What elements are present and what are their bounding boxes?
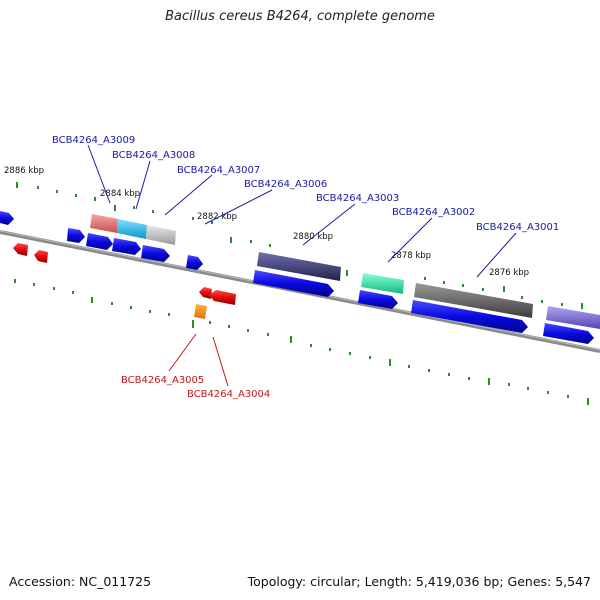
forward-cds — [112, 238, 141, 255]
feature-labels: BCB4264_A3009 BCB4264_A3008 BCB4264_A300… — [52, 135, 559, 400]
forward-cds — [186, 255, 203, 270]
blast-hit-a3002 — [414, 283, 533, 318]
tick-label: 2884 kbp — [100, 189, 140, 199]
label-bcb4264-a3005: BCB4264_A3005 — [121, 375, 204, 386]
blast-hit-a3009 — [90, 214, 118, 233]
tick-label: 2886 kbp — [4, 166, 44, 176]
blast-hit-a3008 — [117, 219, 147, 239]
orange-feature — [194, 304, 207, 319]
forward-cds — [358, 290, 398, 309]
reverse-cds — [209, 290, 236, 305]
forward-cds — [0, 211, 14, 225]
label-leader-lines-bottom — [168, 333, 229, 387]
label-bcb4264-a3004: BCB4264_A3004 — [187, 389, 270, 400]
reverse-cds — [199, 287, 212, 299]
forward-cds — [141, 245, 170, 262]
blast-hit-a3003 — [361, 273, 404, 294]
blast-hit-a3001 — [546, 306, 600, 329]
forward-cds — [411, 300, 528, 333]
label-bcb4264-a3008: BCB4264_A3008 — [112, 150, 195, 161]
reverse-cds — [34, 250, 48, 263]
accession-text: Accession: NC_011725 — [9, 574, 152, 589]
forward-cds — [253, 270, 334, 297]
topology-summary: Topology: circular; Length: 5,419,036 bp… — [247, 574, 591, 589]
label-bcb4264-a3001: BCB4264_A3001 — [476, 222, 559, 233]
tick-label: 2878 kbp — [391, 251, 431, 261]
reverse-cds-track — [13, 243, 236, 319]
blast-hit-a3006 — [257, 252, 341, 281]
forward-cds — [67, 228, 85, 243]
reverse-cds — [13, 243, 28, 256]
forward-cds-track — [0, 211, 594, 344]
tick-label: 2876 kbp — [489, 268, 529, 278]
label-bcb4264-a3002: BCB4264_A3002 — [392, 207, 475, 218]
blast-hit-a3007 — [146, 225, 176, 245]
label-bcb4264-a3007: BCB4264_A3007 — [177, 165, 260, 176]
forward-cds — [86, 233, 113, 250]
tick-marks-top — [16, 182, 583, 309]
label-bcb4264-a3003: BCB4264_A3003 — [316, 193, 399, 204]
map-title: Bacillus cereus B4264, complete genome — [165, 9, 435, 24]
blast-hits — [90, 214, 600, 329]
tick-label: 2882 kbp — [197, 212, 237, 222]
label-bcb4264-a3006: BCB4264_A3006 — [244, 179, 327, 190]
label-leader-lines — [87, 144, 517, 278]
forward-cds — [543, 323, 594, 344]
tick-marks-bottom — [14, 279, 589, 405]
label-bcb4264-a3009: BCB4264_A3009 — [52, 135, 135, 146]
